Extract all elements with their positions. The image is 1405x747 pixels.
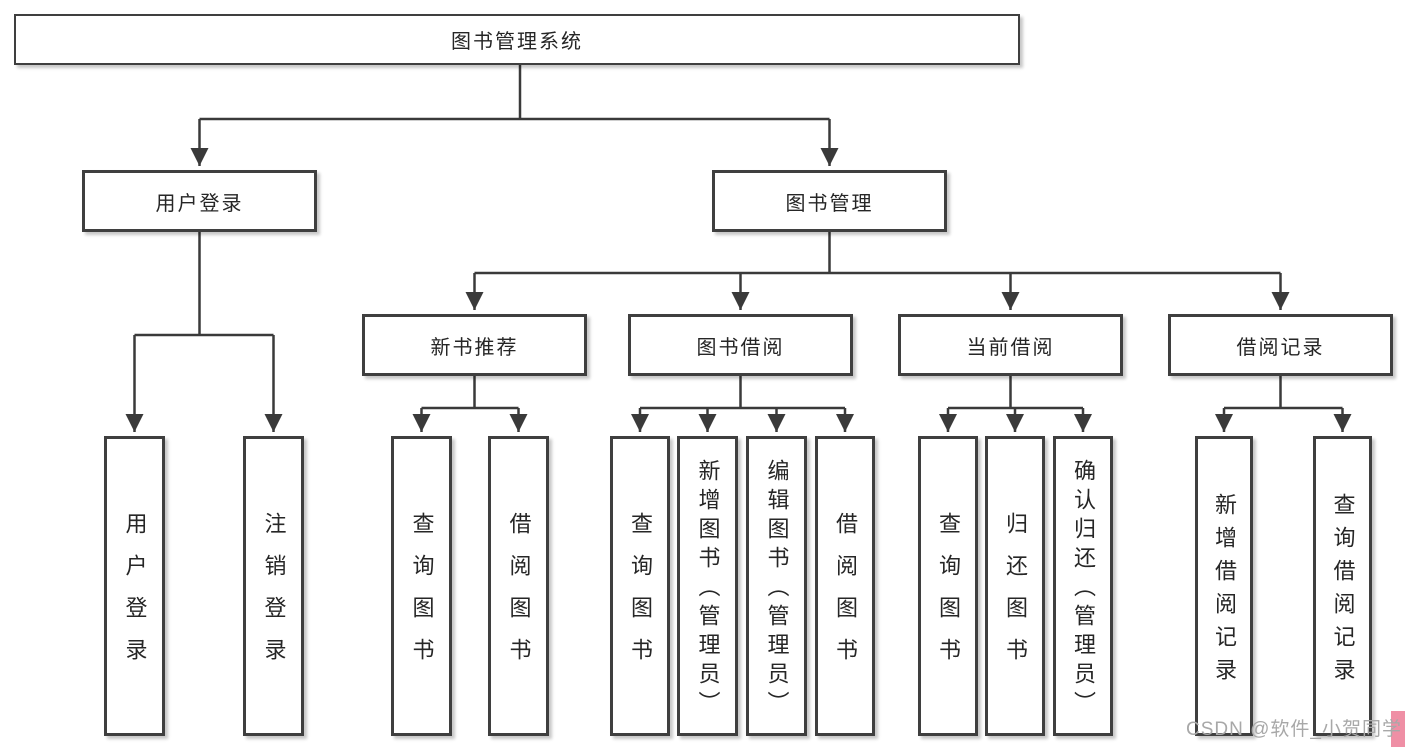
leaf-borrow-book-recommend: 借阅图书 [488,436,549,736]
trunk-borrow-records [1224,376,1343,410]
trunk-book-borrow [640,376,845,410]
leaf-return-book: 归还图书 [985,436,1045,736]
leaf-add-book-admin: 新增图书（管理员） [677,436,738,736]
node-borrow-records: 借阅记录 [1168,314,1393,376]
trunk-new-book-recommend [421,376,519,410]
leaf-label: 查询图书 [628,512,653,680]
leaf-label: 归还图书 [1003,512,1028,680]
leaf-query-borrow-record: 查询借阅记录 [1313,436,1372,736]
trunk-user-login [134,232,274,337]
leaf-borrow-book: 借阅图书 [815,436,875,736]
node-system-root: 图书管理系统 [14,14,1020,65]
node-current-borrow: 当前借阅 [898,314,1123,376]
leaf-query-book-current: 查询图书 [918,436,978,736]
leaf-edit-book-admin: 编辑图书（管理员） [746,436,807,736]
leaf-label: 新增图书（管理员） [695,459,721,720]
node-book-management: 图书管理 [712,170,947,232]
trunk-book-management [474,232,1281,275]
node-new-book-recommend: 新书推荐 [362,314,587,376]
leaf-query-book-borrow: 查询图书 [610,436,670,736]
node-book-borrow: 图书借阅 [628,314,853,376]
watermark-accent-strip [1391,711,1405,747]
leaf-label: 借阅图书 [833,512,858,680]
leaf-label: 新增借阅记录 [1212,492,1237,691]
leaf-label: 用户登录 [122,512,148,680]
watermark-text: CSDN @软件_小贺同学 [1186,719,1402,740]
node-user-login: 用户登录 [82,170,317,232]
leaf-label: 查询图书 [409,512,435,680]
leaf-query-book-recommend: 查询图书 [391,436,452,736]
leaf-logout: 注销登录 [243,436,304,736]
leaf-label: 编辑图书（管理员） [764,459,790,720]
trunk-current-borrow [948,376,1083,410]
leaf-label: 确认归还（管理员） [1071,459,1096,720]
leaf-label: 查询图书 [936,512,961,680]
leaf-confirm-return-admin: 确认归还（管理员） [1053,436,1113,736]
trunk-root [199,65,830,121]
leaf-label: 查询借阅记录 [1330,492,1356,691]
leaf-add-borrow-record: 新增借阅记录 [1195,436,1253,736]
leaf-label: 借阅图书 [506,512,532,680]
leaf-user-login: 用户登录 [104,436,165,736]
leaf-label: 注销登录 [261,512,287,680]
